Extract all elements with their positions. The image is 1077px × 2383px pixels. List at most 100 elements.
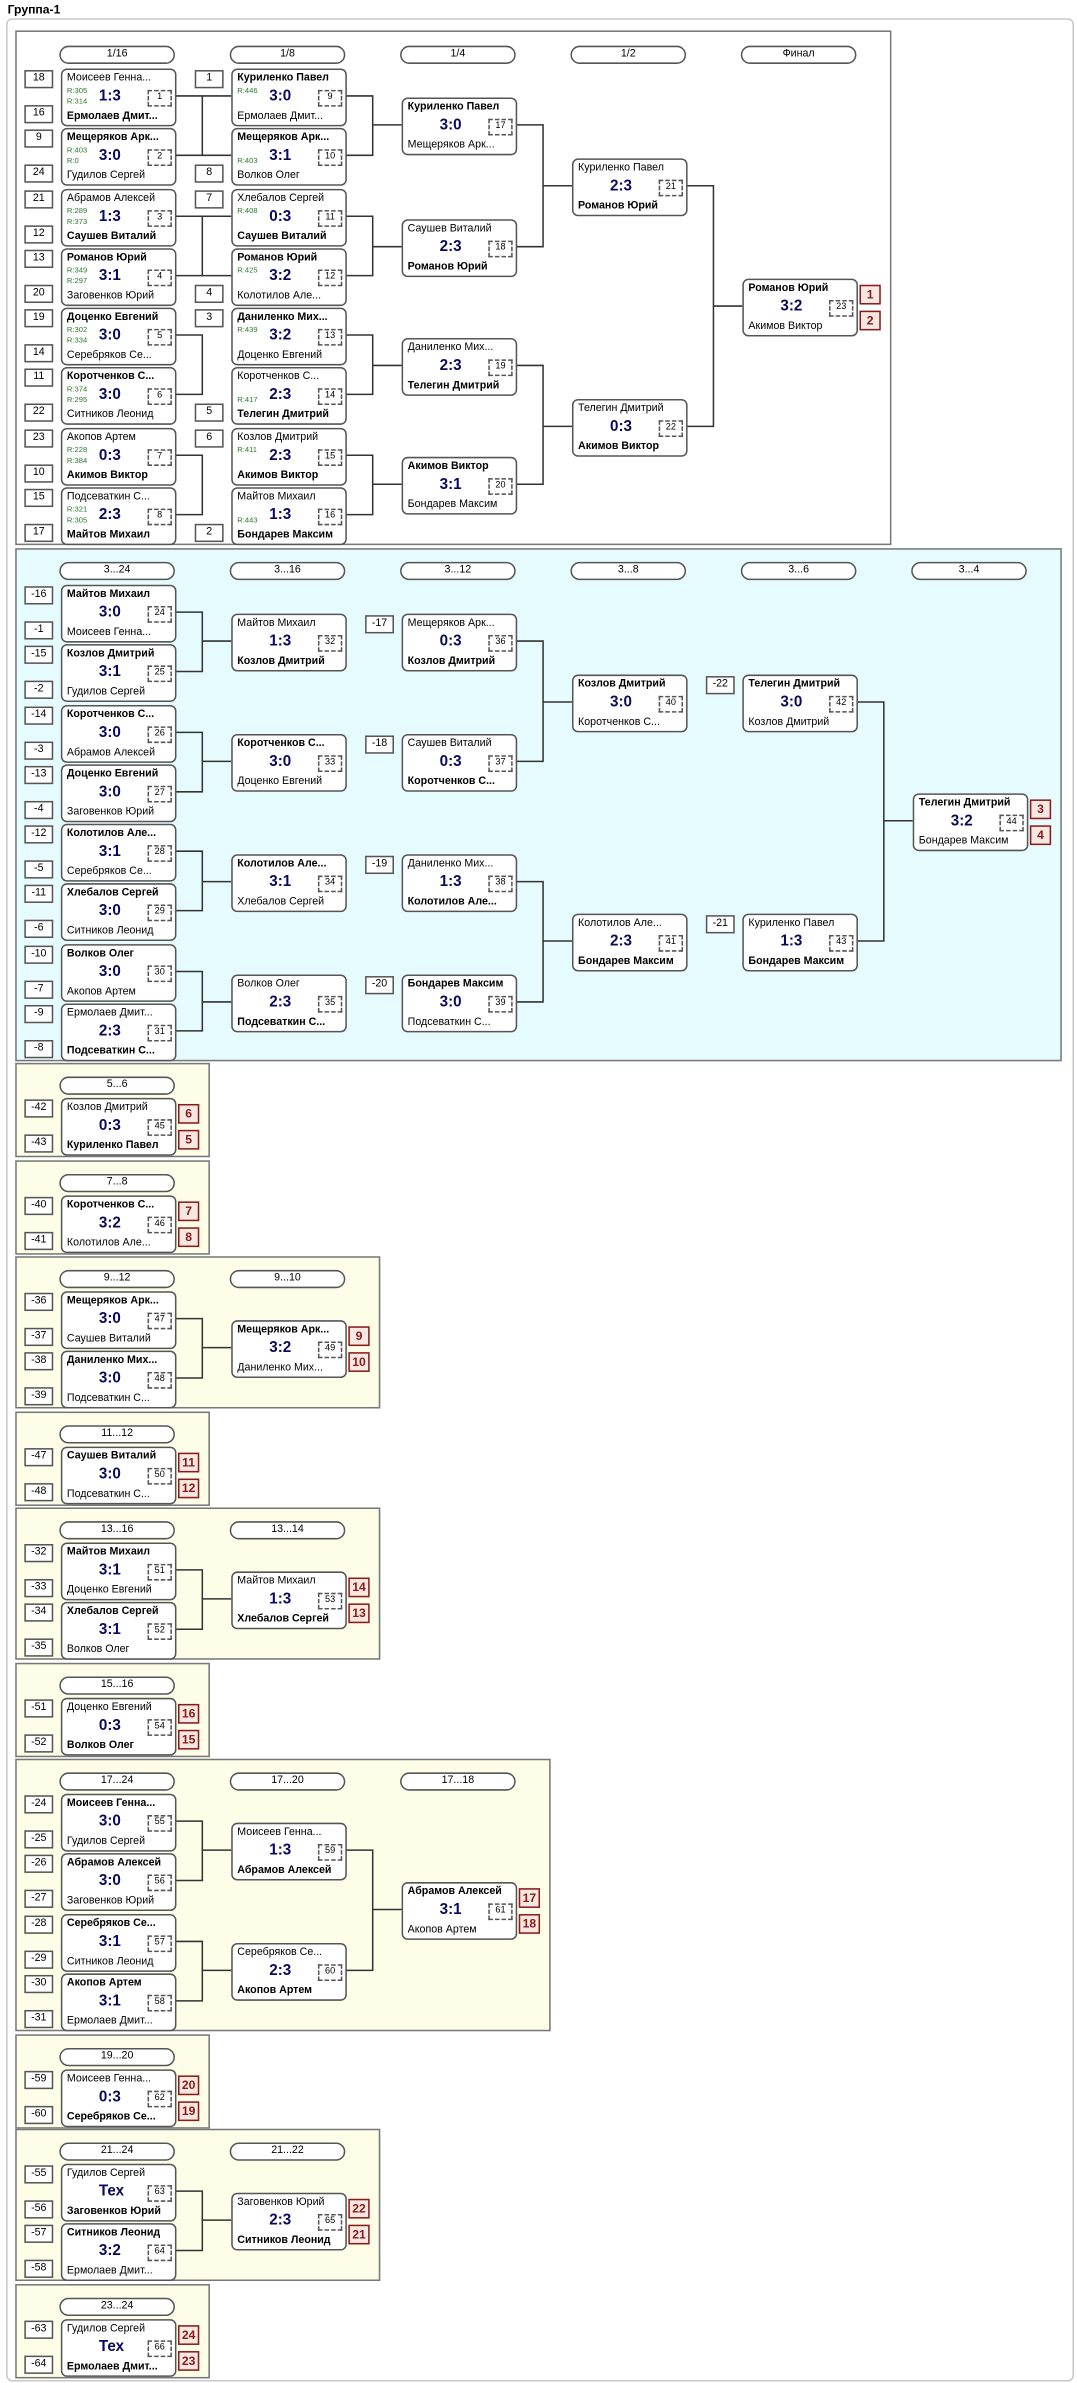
match-number[interactable]: 46 [147,1216,172,1234]
match-number[interactable]: 47 [147,1312,172,1330]
match-number[interactable]: 22 [658,420,684,438]
match-number[interactable]: 13 [317,328,343,346]
match-number[interactable]: 63 [147,2185,172,2202]
match-number[interactable]: 51 [147,1563,172,1581]
match-number[interactable]: 48 [147,1371,172,1389]
match-number[interactable]: 36 [488,634,513,652]
match-number[interactable]: 52 [147,1623,172,1640]
match-number[interactable]: 37 [488,755,513,773]
match-number[interactable]: 35 [317,995,343,1013]
match-number[interactable]: 27 [147,785,172,803]
match-number[interactable]: 1 [147,89,172,107]
match-number[interactable]: 49 [317,1341,343,1359]
match-number[interactable]: 4 [147,269,172,287]
match-number[interactable]: 64 [147,2244,172,2262]
match-number[interactable]: 50 [147,1467,172,1485]
match-number[interactable]: 11 [317,210,343,227]
match-number[interactable]: 5 [147,328,172,346]
match-number[interactable]: 54 [147,1719,172,1736]
match-number[interactable]: 10 [317,149,343,166]
match-number[interactable]: 53 [317,1592,343,1610]
match-number[interactable]: 57 [147,1935,172,1953]
match-number[interactable]: 44 [999,814,1024,832]
match-number[interactable]: 14 [317,388,343,406]
match-number[interactable]: 8 [147,508,172,526]
match-number[interactable]: 31 [147,1024,172,1042]
match-number[interactable]: 28 [147,845,172,862]
match-number[interactable]: 3 [147,210,172,227]
match-number[interactable]: 16 [317,508,343,526]
match-number[interactable]: 9 [317,89,343,107]
match-number[interactable]: 41 [658,934,684,952]
match-number[interactable]: 12 [317,269,343,287]
match-number[interactable]: 21 [658,179,684,197]
match-number[interactable]: 65 [317,2214,343,2231]
match-number[interactable]: 32 [317,634,343,652]
match-number[interactable]: 29 [147,904,172,922]
match-number[interactable]: 42 [829,695,854,713]
match-number[interactable]: 30 [147,965,172,983]
match-number[interactable]: 33 [317,755,343,773]
match-number[interactable]: 6 [147,388,172,406]
match-number[interactable]: 40 [658,695,684,713]
match-number[interactable]: 23 [829,299,854,317]
match-number[interactable]: 15 [317,449,343,466]
match-number[interactable]: 34 [317,875,343,893]
match-number[interactable]: 43 [829,934,854,952]
match-number[interactable]: 55 [147,1815,172,1832]
match-number[interactable]: 7 [147,449,172,466]
match-number[interactable]: 62 [147,2090,172,2108]
match-number[interactable]: 66 [147,2340,172,2358]
match-number[interactable]: 2 [147,149,172,166]
